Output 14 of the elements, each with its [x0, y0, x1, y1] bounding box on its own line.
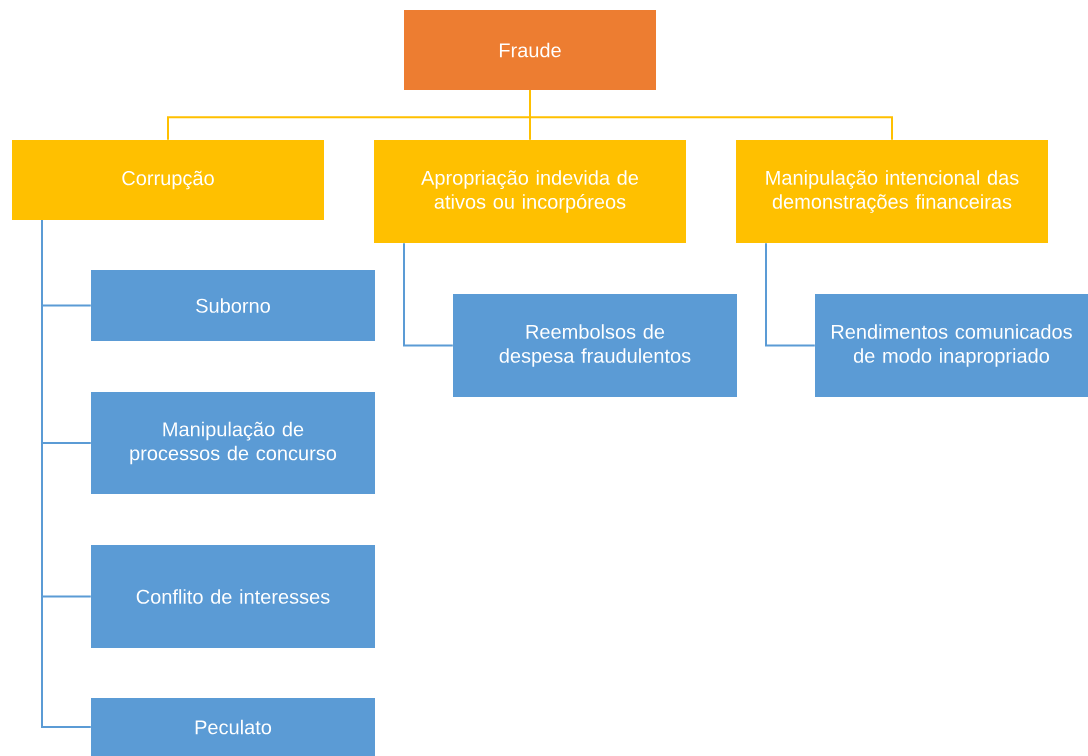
leaf-box: Peculato [91, 698, 375, 756]
leaf-box: Manipulação de processos de concurso [91, 392, 375, 494]
leaf-box: Rendimentos comunicados de modo inapropriado [815, 294, 1088, 397]
connector-line [403, 242, 454, 347]
leaf-box: Conflito de interesses [91, 545, 375, 648]
root-box: Fraude [404, 10, 656, 90]
connector-line [529, 89, 893, 141]
category-box: Corrupção [12, 140, 324, 220]
category-box: Apropriação indevida de ativos ou incorpóreos [374, 140, 686, 243]
leaf-box: Suborno [91, 270, 375, 341]
leaf-box: Reembolsos de despesa fraudulentos [453, 294, 737, 397]
connector-line [41, 219, 92, 728]
connector-line [765, 242, 816, 347]
category-box: Manipulação intencional das demonstrações financeiras [736, 140, 1048, 243]
